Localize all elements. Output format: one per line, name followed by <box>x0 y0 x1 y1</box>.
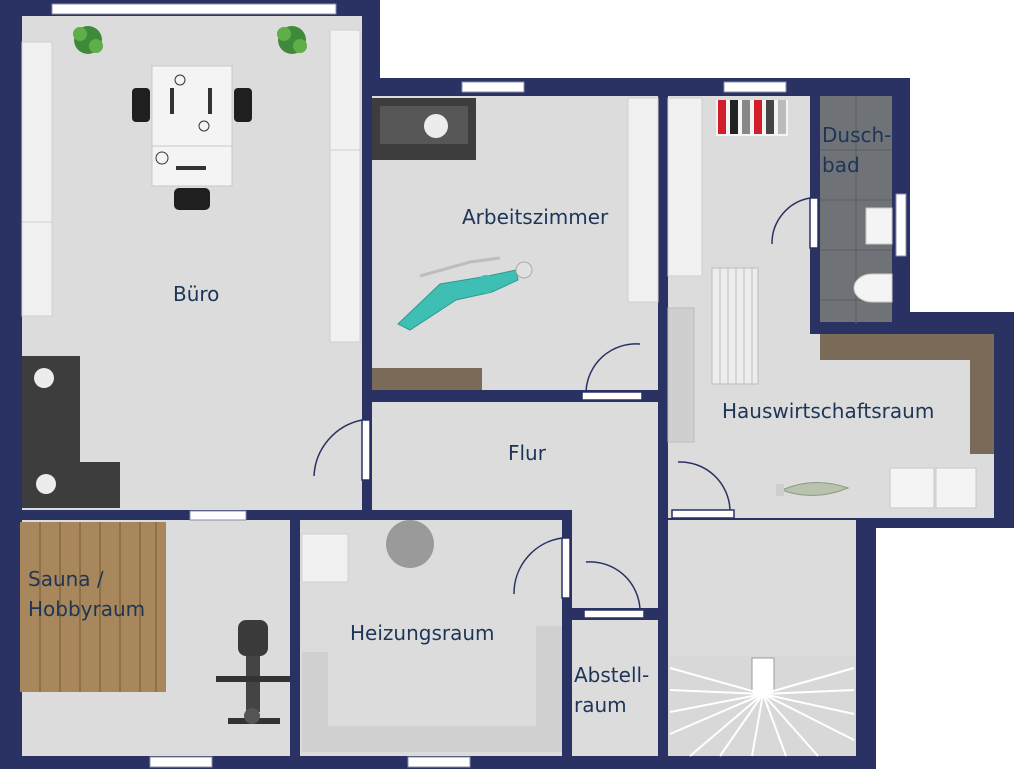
door-heizungsraum <box>513 537 571 599</box>
room-label-buero: Büro <box>173 282 220 306</box>
sink-icon <box>865 207 893 245</box>
room-label-heizungsraum: Heizungsraum <box>350 621 495 645</box>
sofa-arbeitszimmer <box>372 98 476 160</box>
ironing-board-icon <box>776 481 850 497</box>
door-duschbad <box>771 197 819 249</box>
toilet-icon <box>853 273 893 303</box>
room-label-abstellraum-line2: raum <box>574 693 627 717</box>
plant-icon <box>277 26 307 54</box>
sauna-cabin <box>20 522 166 692</box>
door-buero <box>313 419 371 481</box>
drying-rack-icon <box>711 267 759 385</box>
room-label-hauswirtschaftsraum: Hauswirtschaftsraum <box>722 399 935 423</box>
doors <box>313 197 819 619</box>
sofa-buero <box>22 356 120 508</box>
cabinets-right <box>329 29 361 343</box>
cabinet-hwr-1 <box>667 97 703 277</box>
counter-heizung <box>302 626 562 752</box>
dryer <box>935 467 977 509</box>
stairs-icon <box>668 656 856 757</box>
windows <box>51 3 907 768</box>
room-label-duschbad: Dusch- bad <box>822 120 902 180</box>
door-arbeitszimmer <box>581 343 643 401</box>
room-label-abstellraum-line1: Abstell- <box>574 663 650 687</box>
door-hwr <box>671 461 735 519</box>
dental-chair-icon <box>397 256 533 331</box>
heizung-furniture <box>301 520 562 752</box>
room-label-sauna-line2: Hobbyraum <box>28 597 146 621</box>
sauna-furniture <box>20 522 290 724</box>
boiler-icon <box>386 520 434 568</box>
room-label-sauna-line1: Sauna / <box>28 567 104 591</box>
heater-unit <box>301 533 349 583</box>
hwr-furniture <box>667 97 994 509</box>
washer <box>889 467 935 509</box>
window-arbeitszimmer <box>461 81 525 93</box>
room-label-sauna: Sauna / Hobbyraum <box>28 564 168 624</box>
floor-abstellraum <box>572 620 658 756</box>
door-abstellraum <box>583 561 645 619</box>
exercise-machine-icon <box>216 620 290 724</box>
window-sauna-south <box>149 756 213 768</box>
room-label-duschbad-line1: Dusch- <box>822 123 892 147</box>
clothes-rack-icon <box>716 100 788 136</box>
window-sauna <box>189 510 247 521</box>
window-hwr <box>723 81 787 93</box>
duschbad-fixtures <box>820 96 893 324</box>
window-heizung-south <box>407 756 471 768</box>
cabinet-hwr-2 <box>667 307 695 443</box>
room-label-arbeitszimmer: Arbeitszimmer <box>462 205 609 229</box>
window-duschbad <box>895 193 907 257</box>
arbeitszimmer-furniture <box>372 97 659 390</box>
cabinets-left <box>21 41 53 317</box>
room-label-abstellraum: Abstell- raum <box>574 660 658 720</box>
desk-group <box>132 65 252 210</box>
tile-grid <box>820 96 892 324</box>
shelf-arbeitszimmer <box>372 368 482 390</box>
plant-icon <box>73 26 103 54</box>
window-buero <box>51 3 337 15</box>
floor-flur-south <box>572 402 658 608</box>
room-label-flur: Flur <box>508 441 546 465</box>
buero-furniture <box>21 26 361 508</box>
cabinet-arbeitszimmer <box>627 97 659 303</box>
counter-l-shape <box>820 334 994 454</box>
room-label-duschbad-line2: bad <box>822 153 860 177</box>
